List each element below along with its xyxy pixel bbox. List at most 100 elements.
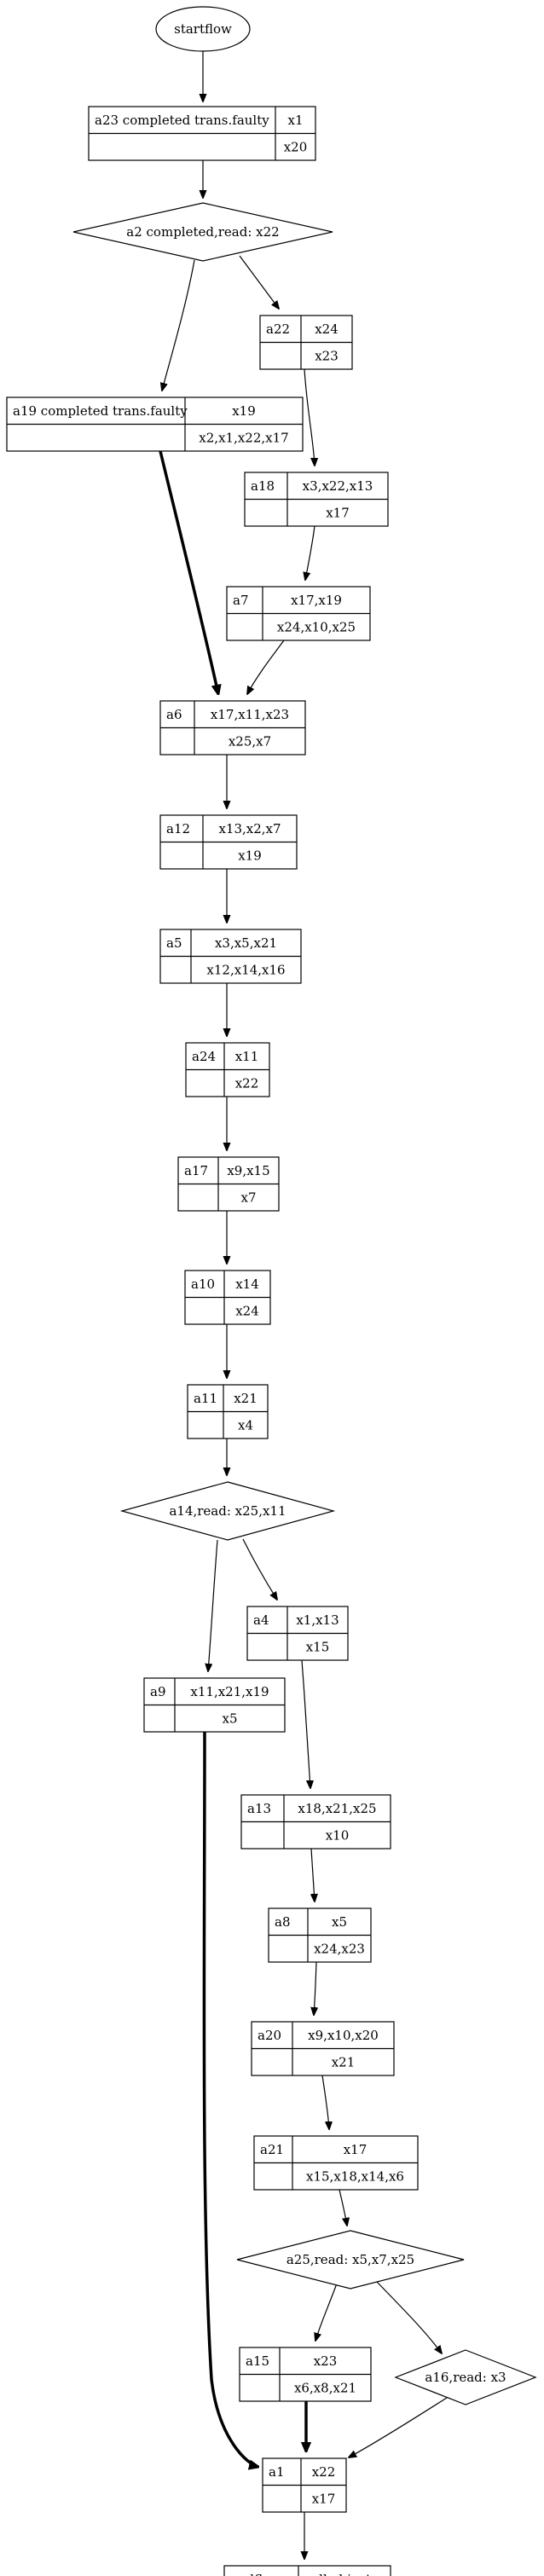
node-a2: a2 completed,read: x22 [72,202,333,262]
node-a18: a18 x3,x22,x13 x17 [244,472,389,527]
record-top-value: x5 [332,1914,347,1930]
record-bottom-value: x7 [240,1190,256,1205]
record-bottom-value: x2,x1,x22,x17 [199,430,288,445]
decision-label: a25,read: x5,x7,x25 [286,2252,414,2267]
record-top-value: x9,x10,x20 [308,2028,379,2043]
record-bottom-value: x12,x14,x16 [206,962,285,977]
record-top-value: x24 [315,321,339,337]
decision-label: a16,read: x3 [425,2370,506,2385]
record-bottom-value: x19 [238,848,262,863]
node-label: startflow [174,21,232,37]
node-a5: a5 x3,x5,x21 x12,x14,x16 [159,929,302,984]
record-bottom-value: x24,x23 [314,1941,365,1956]
record-top-value: x21 [234,1391,258,1406]
node-a7: a7 x17,x19 x24,x10,x25 [226,586,371,641]
edge-a14-to-a9 [208,1539,218,1671]
edge-a25-to-a16 [376,2281,442,2353]
record-bottom-value: x20 [284,139,308,154]
node-a14-shape [119,1481,336,1541]
record-top-value: x14 [235,1276,259,1292]
edge-a4-to-a13 [301,1659,310,1788]
node-a15: a15 x23 x6,x8,x21 [239,2347,372,2402]
activity-name: a20 [258,2028,281,2043]
record-bottom-value: x10 [326,1827,350,1843]
activity-name: a24 [192,1049,216,1064]
record-bottom-value: x17 [326,505,350,520]
edge-a21-to-a25 [339,2189,347,2226]
record-bottom-value: x6,x8,x21 [294,2380,356,2395]
node-a16-shape [394,2349,537,2405]
record-bottom-value: x23 [315,348,339,363]
record-top-value: x11 [235,1049,259,1064]
node-a14: a14,read: x25,x11 [119,1481,336,1541]
node-a25: a25,read: x5,x7,x25 [236,2230,465,2289]
record-top-value: x17,x19 [291,593,342,608]
record-bottom-value: x15,x18,x14,x6 [306,2168,404,2184]
activity-name: a19 completed trans.faulty [13,403,188,419]
record-bottom-value: x24,x10,x25 [277,619,356,634]
activity-name: a18 [251,478,275,494]
record-top-value: x3,x5,x21 [215,935,277,951]
record-top-value: all objects [311,2572,378,2576]
node-a17: a17 x9,x15 x7 [177,1156,280,1212]
node-startflow-shape [155,6,251,52]
record-top-value: x13,x2,x7 [218,821,281,836]
record-top-value: x17 [344,2142,367,2157]
edge-a2-to-a19 [162,259,195,391]
record-bottom-value: x5 [222,1711,237,1726]
decision-label: a2 completed,read: x22 [126,224,279,240]
record-bottom-value: x24 [235,1303,259,1318]
node-a25-shape [236,2230,465,2289]
edge-a8-to-a20 [314,1961,316,2015]
record-bottom-value: x22 [235,1075,259,1091]
activity-name: a5 [166,935,182,951]
record-top-value: x3,x22,x13 [303,478,373,494]
edge-a2-to-a22 [239,255,279,309]
edge-a14-to-a4 [242,1538,277,1600]
activity-name: a22 [266,321,290,337]
activity-name: a11 [194,1391,217,1406]
edges-layer [159,51,448,2559]
edge-a13-to-a8 [311,1848,315,1902]
node-a12: a12 x13,x2,x7 x19 [159,814,298,870]
activity-name: a7 [233,593,249,608]
record-top-value: x23 [314,2353,338,2369]
activity-name: a1 [269,2464,285,2480]
node-endflow: endflow all objects [223,2565,391,2576]
record-bottom-value: x4 [238,1417,253,1433]
activity-name: a15 [246,2353,269,2369]
decision-label: a14,read: x25,x11 [169,1503,286,1519]
activity-name: a10 [191,1276,215,1292]
activity-name: a9 [150,1684,166,1699]
node-a24: a24 x11 x22 [185,1042,270,1097]
record-bottom-value: x21 [332,2054,356,2069]
activity-name: a17 [184,1163,208,1178]
activity-name: a23 completed trans.faulty [95,113,269,128]
record-top-value: x18,x21,x25 [298,1801,376,1816]
activity-name: endflow [230,2572,281,2576]
activity-name: a6 [166,707,182,722]
node-a20: a20 x9,x10,x20 x21 [251,2021,395,2076]
edge-a16-to-a1 [349,2397,448,2457]
record-bottom-value: x25,x7 [229,733,271,749]
activity-name: a13 [247,1801,271,1816]
node-a16: a16,read: x3 [394,2349,537,2405]
activity-name: a12 [166,821,190,836]
activity-name: a8 [275,1914,291,1930]
edge-a25-to-a15 [315,2283,338,2341]
edge-a22-to-a18 [304,368,315,466]
activity-name: a21 [260,2142,284,2157]
record-top-value: x9,x15 [227,1163,269,1178]
node-a2-shape [72,202,333,262]
node-a11: a11 x21 x4 [187,1384,269,1439]
record-top-value: x1,x13 [296,1612,339,1628]
edge-a19-to-a6 [159,450,218,694]
record-bottom-value: x15 [306,1639,330,1654]
